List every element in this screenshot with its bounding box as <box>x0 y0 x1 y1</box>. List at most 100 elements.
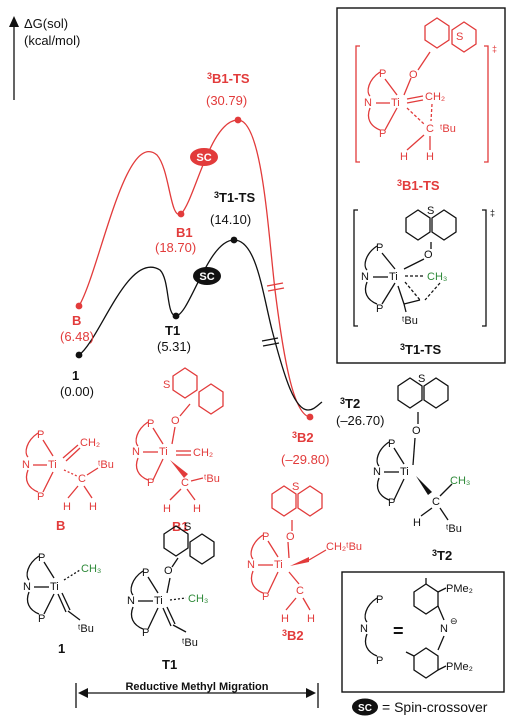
energy-3T1-TS: (14.10) <box>210 212 251 227</box>
svg-text:S: S <box>456 31 463 43</box>
svg-text:H: H <box>307 613 315 625</box>
svg-text:Ti: Ti <box>48 459 57 471</box>
svg-text:N: N <box>440 623 448 635</box>
svg-text:S: S <box>292 481 299 493</box>
svg-text:O: O <box>424 249 433 261</box>
label-T1: T1 <box>165 323 180 338</box>
svg-text:H: H <box>163 503 171 515</box>
svg-text:P: P <box>38 613 45 625</box>
svg-text:O: O <box>286 531 295 543</box>
svg-text:Ti: Ti <box>159 446 168 458</box>
arrow-label: Reductive Methyl Migration <box>125 681 268 693</box>
svg-text:O: O <box>409 69 418 81</box>
svg-text:C: C <box>78 473 86 485</box>
struct-label-T1: T1 <box>162 657 177 672</box>
energy-B: (6.48) <box>60 329 94 344</box>
svg-text:P: P <box>37 491 44 503</box>
svg-text:C: C <box>181 477 189 489</box>
svg-text:P: P <box>388 497 395 509</box>
point-1 <box>75 351 83 359</box>
svg-text:‡: ‡ <box>492 44 497 54</box>
energy-3T2: (–26.70) <box>336 413 384 428</box>
svg-text:P: P <box>147 418 154 430</box>
svg-text:ᵗBu: ᵗBu <box>78 623 94 635</box>
svg-text:S: S <box>163 379 170 391</box>
sc-badge-black: SC <box>193 267 221 285</box>
svg-text:PMe₂: PMe₂ <box>446 583 473 595</box>
svg-text:N: N <box>360 623 368 635</box>
svg-text:ᵗBu: ᵗBu <box>440 123 456 135</box>
svg-text:O: O <box>164 565 173 577</box>
point-3B2 <box>306 413 314 421</box>
point-B <box>75 302 83 310</box>
black-energy-profile <box>78 239 309 411</box>
svg-text:SC: SC <box>358 703 372 714</box>
structure-B1: S O P N P Ti CH₂ C ᵗBu H H B1 <box>132 367 224 534</box>
svg-text:H: H <box>413 517 421 529</box>
svg-text:P: P <box>376 242 383 254</box>
svg-text:SC: SC <box>199 271 214 283</box>
label-3B1-TS: 3B1-TS <box>207 71 250 86</box>
svg-text:P: P <box>379 68 386 80</box>
inset-label-3T1-TS: 3T1-TS <box>400 342 441 357</box>
structure-1: P N P Ti CH₃ ᵗBu 1 <box>23 552 101 656</box>
svg-text:CH₃: CH₃ <box>450 475 470 487</box>
label-B: B <box>72 313 81 328</box>
svg-text:P: P <box>142 567 149 579</box>
svg-text:P: P <box>37 429 44 441</box>
svg-text:O: O <box>171 415 180 427</box>
struct-label-1: 1 <box>58 641 65 656</box>
svg-text:C: C <box>296 585 304 597</box>
axis-unit: (kcal/mol) <box>24 33 80 48</box>
svg-text:CH₃: CH₃ <box>81 563 101 575</box>
svg-text:CH₃: CH₃ <box>188 593 208 605</box>
red-energy-profile <box>78 119 311 418</box>
svg-text:Ti: Ti <box>400 466 409 478</box>
energy-3B1-TS: (30.79) <box>206 93 247 108</box>
energy-1: (0.00) <box>60 384 94 399</box>
svg-text:Ti: Ti <box>154 595 163 607</box>
svg-text:P: P <box>38 552 45 564</box>
sc-legend: SC = Spin-crossover <box>352 698 488 716</box>
svg-text:P: P <box>147 477 154 489</box>
inset-label-3B1-TS: 3B1-TS <box>397 178 440 193</box>
svg-text:N: N <box>364 97 372 109</box>
svg-text:H: H <box>89 501 97 513</box>
svg-text:PMe₂: PMe₂ <box>446 661 473 673</box>
svg-text:ᵗBu: ᵗBu <box>446 523 462 535</box>
svg-text:S: S <box>418 373 425 385</box>
energy-3B2: (–29.80) <box>281 452 329 467</box>
svg-text:CH₂: CH₂ <box>193 447 213 459</box>
struct-label-3B2: 3B2 <box>282 628 304 643</box>
svg-text:P: P <box>376 655 383 667</box>
svg-text:H: H <box>63 501 71 513</box>
svg-text:H: H <box>193 503 201 515</box>
structure-3T1-TS: ‡ S O P N P Ti CH₃ ᵗBu <box>353 205 495 327</box>
svg-text:C: C <box>426 123 434 135</box>
axis-arrowhead <box>9 16 19 27</box>
ligand-legend-box: P N P = PMe₂ N ⊖ PMe₂ <box>341 571 505 693</box>
energy-T1: (5.31) <box>157 339 191 354</box>
label-1: 1 <box>72 368 79 383</box>
structure-T1: S O P N P Ti CH₃ ᵗBu T1 <box>127 521 215 672</box>
svg-text:CH₂ᵗBu: CH₂ᵗBu <box>326 541 362 553</box>
svg-text:N: N <box>23 581 31 593</box>
svg-text:O: O <box>412 425 421 437</box>
point-3B1-TS <box>234 116 242 124</box>
label-B1: B1 <box>176 225 193 240</box>
svg-text:N: N <box>373 466 381 478</box>
axis-label: ΔG(sol) <box>24 16 68 31</box>
svg-text:CH₂: CH₂ <box>80 437 100 449</box>
label-3T2: 3T2 <box>340 396 360 411</box>
svg-text:P: P <box>262 531 269 543</box>
svg-text:H: H <box>426 151 434 163</box>
structure-3T2: S O P N P Ti C CH₃ H ᵗBu 3T2 <box>373 373 470 563</box>
svg-text:⊖: ⊖ <box>450 616 458 626</box>
svg-text:SC: SC <box>196 152 211 164</box>
ts-inset-box: ‡ S O P N P Ti CH₂ C ᵗBu H H <box>336 7 506 364</box>
structure-B: P N P Ti CH₂ C ᵗBu H H B <box>22 429 114 533</box>
svg-text:Ti: Ti <box>389 271 398 283</box>
svg-text:ᵗBu: ᵗBu <box>204 473 220 485</box>
svg-text:ᵗBu: ᵗBu <box>402 315 418 327</box>
